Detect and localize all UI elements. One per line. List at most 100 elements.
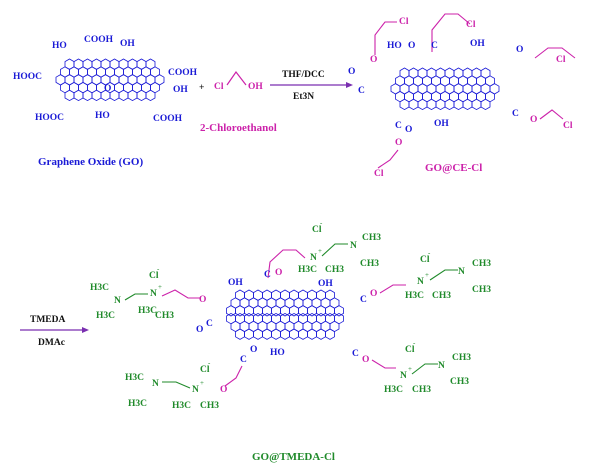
- step2-conditions-bottom: DMAc: [38, 338, 65, 348]
- go-ce-cl-structure: Cl O Cl C O Cl O C O C O Cl C O O Cl HO …: [348, 13, 576, 179]
- hexagon-ring-49: [444, 98, 455, 111]
- chloroethanol-caption: 2-Chloroethanol: [200, 122, 277, 134]
- ch3-left-a: CH3: [155, 311, 174, 321]
- go-sheet: [55, 58, 165, 102]
- go-group-epoxide-o: O: [104, 84, 111, 94]
- n-plus-bottom-left: N: [192, 385, 199, 395]
- ce-o-carbonyl-left: O: [348, 67, 355, 77]
- tmeda-o-left: O: [199, 295, 206, 305]
- n-top: N: [350, 241, 357, 251]
- go-ce-cl-sheet: [390, 67, 500, 111]
- graphene-oxide-structure: HO COOH OH HOOC COOH O OH HOOC HO COOH G…: [13, 35, 198, 168]
- hexagon-ring-61: [235, 328, 245, 340]
- h3c-bottom-right: H3C: [384, 385, 403, 395]
- hexagon-ring-27: [262, 305, 272, 317]
- n-plus-left-charge: +: [158, 283, 162, 291]
- tmeda-linker-top: [267, 249, 306, 279]
- ce-oh-top: OH: [470, 39, 485, 49]
- tmeda-oh-top-right: OH: [318, 279, 333, 289]
- n-bottom-left: N: [152, 379, 159, 389]
- ce-oh-bottom: OH: [434, 119, 449, 129]
- cl-bottom-right-charge: -: [413, 339, 416, 347]
- hexagon-ring-46: [82, 89, 93, 102]
- h3c-left-b: H3C: [90, 283, 109, 293]
- hexagon-ring-69: [307, 328, 317, 340]
- tmeda-oh-top-left: OH: [228, 278, 243, 288]
- ce-o-bottom: O: [395, 138, 402, 148]
- ch3-top-c: CH3: [360, 259, 379, 269]
- step2-conditions-top: TMEDA: [30, 315, 66, 325]
- hexagon-ring-62: [244, 328, 254, 340]
- hexagon-ring-53: [145, 89, 156, 102]
- go-group-hooc-left: HOOC: [13, 72, 42, 82]
- ce-ho-top: HO: [387, 41, 402, 51]
- hexagon-ring-51: [462, 98, 473, 111]
- chloroethanol-cl: Cl: [214, 82, 224, 92]
- cl-right: Cl: [420, 255, 430, 265]
- go-group-oh-top: OH: [120, 39, 135, 49]
- ch3-bottom-left-a: CH3: [200, 401, 219, 411]
- tmeda-o-carbonyl-bottom-left: O: [250, 345, 257, 355]
- h3c-bottom-left-c: H3C: [128, 399, 147, 409]
- tmeda-chain-left: [124, 293, 148, 301]
- go-ce-cl-caption: GO@CE-Cl: [425, 162, 482, 174]
- tmeda-linker-bottom-left: [224, 365, 243, 387]
- n-plus-bottom-right: N: [400, 371, 407, 381]
- step1-arrow-head: [346, 82, 353, 88]
- ce-chain-right: [539, 109, 564, 120]
- hexagon-ring-66: [280, 328, 290, 340]
- ce-chain-bottom: [377, 149, 399, 169]
- hexagon-ring-44: [399, 98, 410, 111]
- hexagon-ring-35: [334, 305, 344, 317]
- ce-cl-top-mid: Cl: [466, 20, 476, 30]
- chloroethanol-reagent: + Cl OH 2-Chloroethanol: [199, 70, 277, 134]
- ammonium-unit-top: C O Cl - N + H3C CH3 N CH3 CH3: [264, 219, 381, 280]
- go-tmeda-cl-structure: C O Cl - N + H3C CH3 N CH3 CH3 Cl - N + …: [90, 219, 491, 463]
- ammonium-unit-bottom-left: C O O Cl - N + H3C CH3 N H3C H3C: [125, 345, 257, 411]
- tmeda-chain-bottom-right: [411, 363, 438, 375]
- ce-cl-top-right: Cl: [556, 55, 566, 65]
- h3c-right: H3C: [405, 291, 424, 301]
- go-group-ho-bottom: HO: [95, 111, 110, 121]
- cl-left-charge: -: [157, 265, 160, 273]
- n-plus-top: N: [310, 253, 317, 263]
- hexagon-ring-47: [426, 98, 437, 111]
- hexagon-ring-52: [471, 98, 482, 111]
- tmeda-o-carbonyl-left: O: [196, 325, 203, 335]
- hexagon-ring-45: [73, 89, 84, 102]
- cl-bottom-left-charge: -: [208, 359, 211, 367]
- hexagon-ring-29: [280, 305, 290, 317]
- ce-c-bottom: C: [395, 121, 402, 131]
- h3c-bottom-left: H3C: [172, 401, 191, 411]
- hexagon-ring-63: [253, 328, 263, 340]
- ce-o-carbonyl-top-mid: O: [408, 41, 415, 51]
- ce-chain-top-mid: [431, 13, 471, 52]
- tmeda-ho-bottom: HO: [270, 348, 285, 358]
- h3c-top: H3C: [298, 265, 317, 275]
- ch3-bottom-right-b: CH3: [452, 353, 471, 363]
- tmeda-c-left: C: [206, 319, 213, 329]
- tmeda-o-bottom-right: O: [362, 355, 369, 365]
- plus-sign: +: [199, 83, 204, 93]
- hexagon-ring-31: [298, 305, 308, 317]
- hexagon-ring-24: [235, 305, 245, 317]
- tmeda-o-bottom-left: O: [220, 385, 227, 395]
- ch3-right-b: CH3: [472, 259, 491, 269]
- go-group-cooh-top: COOH: [84, 35, 114, 45]
- hexagon-ring-65: [271, 328, 281, 340]
- ce-cl-top-left: Cl: [399, 17, 409, 27]
- tmeda-o-top: O: [275, 268, 282, 278]
- ce-chain-top-right: [534, 47, 576, 59]
- hexagon-ring-33: [316, 305, 326, 317]
- hexagon-ring-46: [417, 98, 428, 111]
- ce-o-top-left: O: [370, 55, 377, 65]
- hexagon-ring-23: [226, 305, 236, 317]
- n-plus-bottom-right-charge: +: [408, 365, 412, 373]
- ce-c-right: C: [512, 109, 519, 119]
- n-plus-left: N: [150, 289, 157, 299]
- hexagon-ring-70: [316, 328, 326, 340]
- step1-conditions-bottom: Et3N: [293, 92, 314, 102]
- ce-chain-top-left: [374, 21, 397, 55]
- n-plus-top-charge: +: [318, 247, 322, 255]
- n-bottom-right: N: [438, 361, 445, 371]
